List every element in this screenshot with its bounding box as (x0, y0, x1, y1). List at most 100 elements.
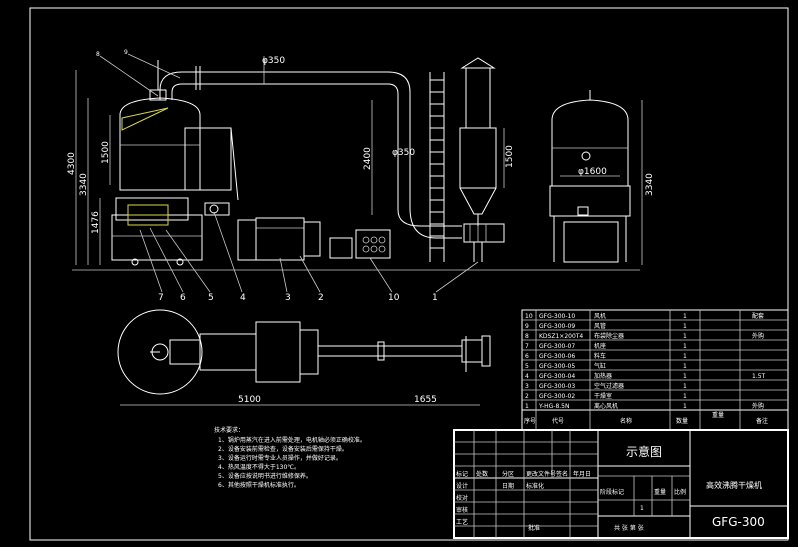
parts-row-1-qty: 1 (683, 403, 687, 410)
parts-header-remark: 备注 (756, 417, 768, 425)
note-1: 1、锅炉用蒸汽在进入前需处理，电机轴必须正确校准。 (218, 436, 366, 444)
parts-row-8-no: 8 (525, 333, 529, 340)
callout-10: 10 (388, 293, 400, 303)
callout-6: 6 (180, 293, 186, 303)
ladder (429, 72, 445, 262)
parts-row-3-no: 3 (525, 383, 529, 390)
parts-row-6-qty: 1 (683, 353, 687, 360)
dryer-elevation (111, 60, 391, 266)
parts-row-4-name: 加热器 (594, 372, 612, 380)
machine-model: GFG-300 (712, 515, 765, 529)
parts-row-7-code: GFG-300-07 (539, 343, 575, 350)
parts-row-2-name: 干燥室 (594, 392, 612, 400)
dim-total: 4300 (67, 152, 77, 175)
parts-row-8-remark: 外购 (752, 332, 764, 340)
dim-right-total: 3340 (645, 173, 655, 196)
parts-row-4-code: GFG-300-04 (539, 373, 575, 380)
title-role-design: 设计 (456, 482, 468, 490)
title-stage: 阶段标记 (600, 488, 624, 496)
parts-row-3-code: GFG-300-03 (539, 383, 575, 390)
title-rev-doc: 更改文件号 (526, 470, 556, 478)
title-rev-zone: 分区 (502, 470, 514, 478)
title-rev-mark: 标记 (456, 470, 468, 478)
parts-header-no: 序号 (524, 417, 536, 425)
parts-row-10-no: 10 (525, 313, 533, 320)
parts-header-code: 代号 (552, 417, 564, 425)
parts-row-7-qty: 1 (683, 343, 687, 350)
dryer-side-view (549, 90, 631, 263)
duct (159, 66, 505, 243)
dim-vertical-pipe: 2400 (363, 147, 373, 170)
title-weight: 重量 (654, 488, 666, 496)
parts-row-3-name: 空气过滤器 (594, 382, 624, 390)
parts-row-5-qty: 1 (683, 363, 687, 370)
parts-header-name: 名称 (620, 417, 632, 425)
parts-row-4-qty: 1 (683, 373, 687, 380)
title-scale-value: 1 (640, 505, 644, 512)
parts-row-7-no: 7 (525, 343, 529, 350)
parts-row-1-no: 1 (525, 403, 529, 410)
title-approve: 批准 (528, 524, 540, 532)
parts-row-9-no: 9 (525, 323, 529, 330)
dim-duct-diameter: φ350 (262, 56, 285, 66)
dim-body: 3340 (79, 173, 89, 196)
parts-row-1-name: 离心风机 (594, 402, 618, 410)
parts-row-1-code: Y-HG-8.5N (538, 403, 569, 410)
parts-row-6-no: 6 (525, 353, 529, 360)
callout-3: 3 (285, 293, 291, 303)
title-std: 标准化 (526, 482, 544, 490)
note-5: 5、设备应按说明书进行维修保养。 (218, 472, 312, 480)
callout-leaders (99, 53, 479, 293)
dim-right-diameter: φ1600 (578, 167, 607, 177)
callout-1: 1 (432, 293, 438, 303)
parts-row-4-remark: 1.5T (752, 373, 766, 380)
parts-row-5-no: 5 (525, 363, 529, 370)
plan-view (117, 309, 491, 395)
callout-9: 9 (124, 49, 128, 56)
parts-row-2-no: 2 (525, 393, 529, 400)
parts-row-8-code: KDSZ1×200T4 (539, 333, 583, 340)
dim-plan-offset: 1655 (414, 395, 437, 405)
parts-row-6-code: GFG-300-06 (539, 353, 575, 360)
title-role-check: 校对 (456, 494, 468, 502)
parts-row-2-qty: 1 (683, 393, 687, 400)
machine-name: 高效沸腾干燥机 (706, 480, 762, 490)
parts-row-1-remark: 外购 (752, 402, 764, 410)
dim-right-chamber: 1500 (505, 145, 515, 168)
parts-row-5-name: 气缸 (594, 362, 606, 370)
note-3: 3、设备运行时需专业人员操作，并做好记录。 (218, 454, 342, 462)
dim-top-pipe: φ350 (392, 148, 415, 158)
title-rev-count: 处数 (476, 470, 488, 478)
note-2: 2、设备安装前需检查，设备安装后需保持干燥。 (218, 445, 348, 453)
parts-row-10-remark: 配套 (752, 312, 764, 320)
dimension-lines (75, 56, 643, 406)
parts-row-6-name: 料车 (594, 352, 606, 360)
title-role-process: 工艺 (456, 518, 468, 526)
parts-row-8-name: 布袋除尘器 (594, 332, 624, 340)
dim-chamber: 1500 (101, 141, 111, 164)
parts-row-10-code: GFG-300-10 (539, 313, 575, 320)
parts-row-2-code: GFG-300-02 (539, 393, 575, 400)
callout-5: 5 (208, 293, 214, 303)
parts-row-10-name: 风机 (594, 312, 606, 320)
title-rev-sign: 签名 (556, 470, 568, 478)
drawing-title: 示意图 (626, 444, 662, 459)
title-rev-date: 年月日 (573, 470, 591, 478)
dim-base: 1476 (91, 211, 101, 234)
parts-row-5-code: GFG-300-05 (539, 363, 575, 370)
parts-row-9-name: 风管 (594, 322, 606, 330)
parts-list: 10 GFG-300-10 风机 1 配套 9 GFG-300-09 风管 1 … (521, 309, 789, 431)
parts-row-8-qty: 1 (683, 333, 687, 340)
parts-row-4-no: 4 (525, 373, 529, 380)
callout-8: 8 (96, 51, 100, 58)
title-date: 日期 (502, 482, 514, 490)
parts-row-3-qty: 1 (683, 383, 687, 390)
parts-row-9-code: GFG-300-09 (539, 323, 575, 330)
technical-notes: 技术要求： 1、锅炉用蒸汽在进入前需处理，电机轴必须正确校准。 2、设备安装前需… (214, 426, 366, 489)
callout-4: 4 (240, 293, 246, 303)
title-scale: 比例 (674, 488, 686, 496)
parts-header-weight: 重量 (712, 411, 724, 419)
parts-row-10-qty: 1 (683, 313, 687, 320)
parts-row-7-name: 机座 (594, 342, 606, 350)
